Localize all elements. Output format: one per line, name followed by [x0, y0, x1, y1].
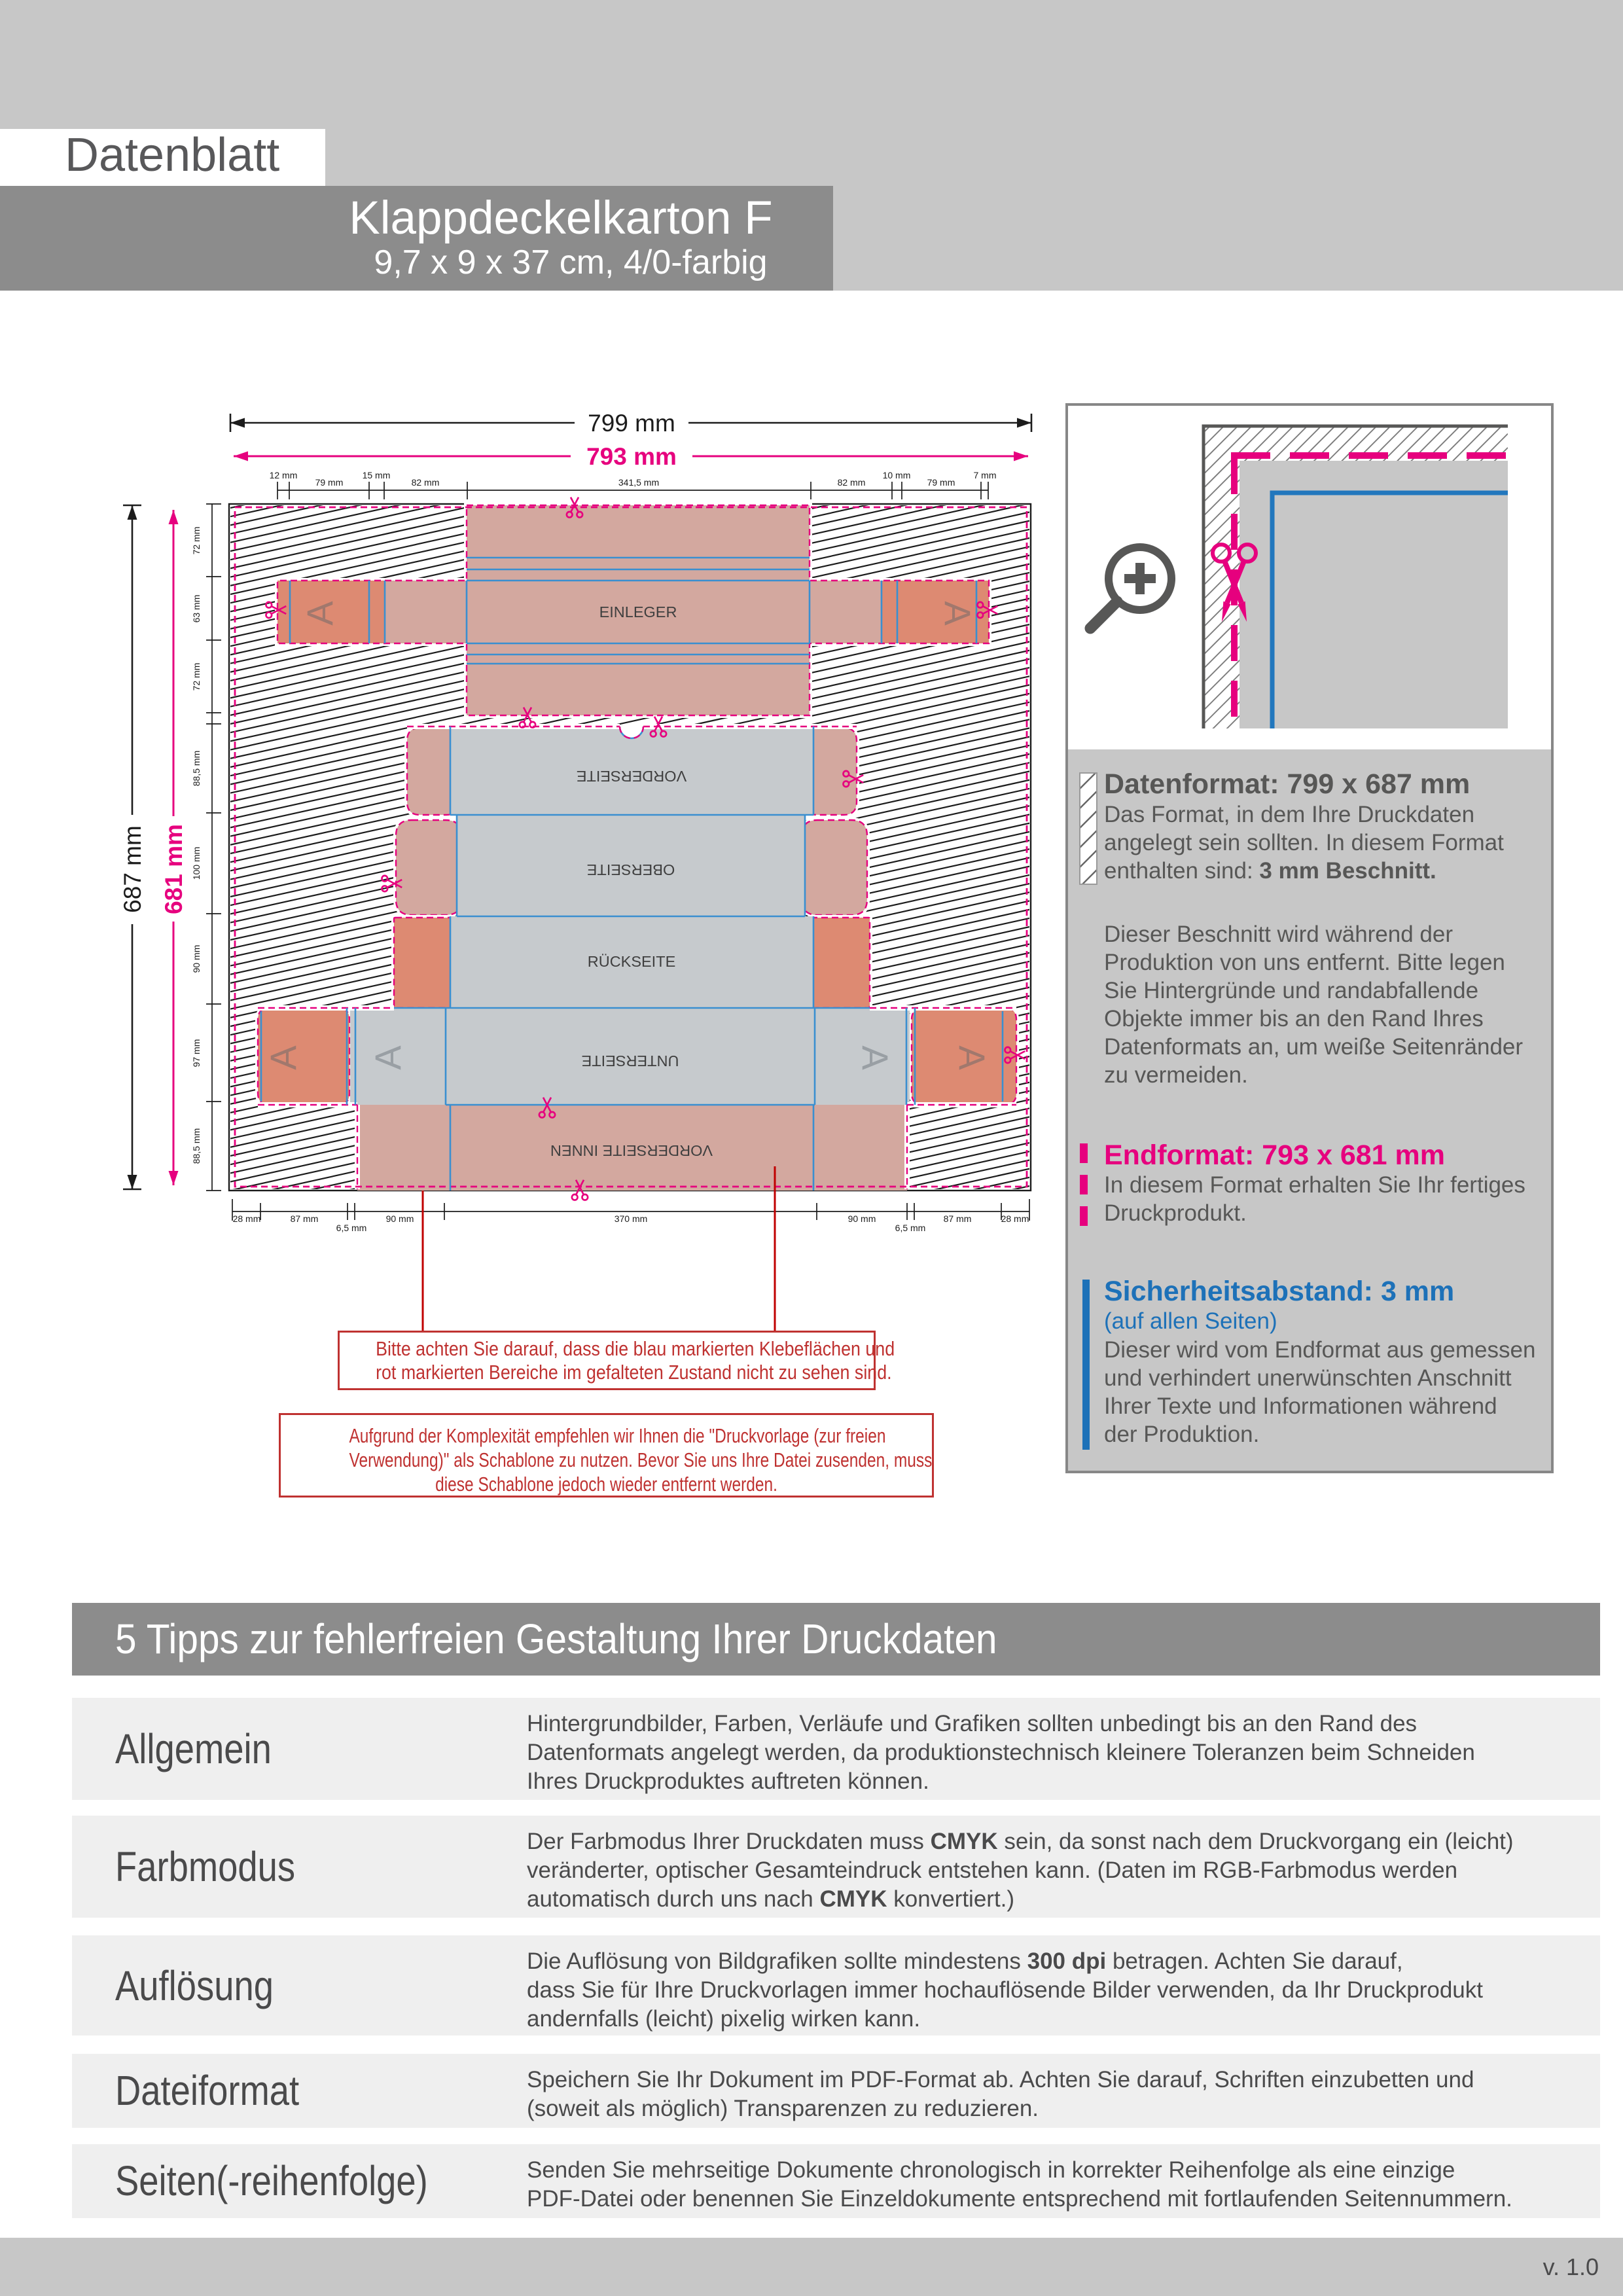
svg-text:90 mm: 90 mm [848, 1213, 876, 1224]
svg-text:799 mm: 799 mm [588, 410, 675, 437]
svg-text:82 mm: 82 mm [838, 477, 866, 488]
svg-text:90 mm: 90 mm [386, 1213, 414, 1224]
svg-text:RÜCKSEITE: RÜCKSEITE [588, 953, 676, 970]
svg-text:6,5 mm: 6,5 mm [895, 1223, 926, 1233]
svg-text:7 mm: 7 mm [974, 470, 997, 480]
svg-text:VORDERSEITE: VORDERSEITE [577, 768, 687, 785]
svg-text:28 mm: 28 mm [1001, 1213, 1029, 1224]
svg-text:72 mm: 72 mm [191, 527, 202, 555]
svg-text:90 mm: 90 mm [191, 945, 202, 973]
svg-text:12 mm: 12 mm [270, 470, 298, 480]
svg-text:87 mm: 87 mm [291, 1213, 319, 1224]
svg-text:87 mm: 87 mm [944, 1213, 972, 1224]
svg-text:88,5 mm: 88,5 mm [191, 1128, 202, 1164]
svg-text:VORDERSEITE INNEN: VORDERSEITE INNEN [550, 1142, 713, 1159]
svg-text:6,5 mm: 6,5 mm [336, 1223, 367, 1233]
svg-text:A: A [299, 601, 340, 626]
svg-text:A: A [262, 1045, 304, 1070]
svg-text:687 mm: 687 mm [119, 825, 146, 913]
svg-text:72 mm: 72 mm [191, 663, 202, 691]
svg-text:82 mm: 82 mm [412, 477, 440, 488]
svg-text:28 mm: 28 mm [233, 1213, 261, 1224]
svg-text:370 mm: 370 mm [615, 1213, 648, 1224]
svg-text:10 mm: 10 mm [883, 470, 911, 480]
svg-text:97 mm: 97 mm [191, 1039, 202, 1067]
svg-text:A: A [937, 601, 978, 626]
svg-text:793 mm: 793 mm [586, 443, 677, 470]
svg-text:A: A [367, 1045, 408, 1070]
svg-text:100 mm: 100 mm [191, 847, 202, 880]
svg-text:A: A [855, 1045, 896, 1070]
svg-text:79 mm: 79 mm [315, 477, 344, 488]
svg-text:63 mm: 63 mm [191, 595, 202, 623]
svg-text:88,5 mm: 88,5 mm [191, 751, 202, 786]
svg-text:341,5 mm: 341,5 mm [618, 477, 659, 488]
svg-text:EINLEGER: EINLEGER [599, 603, 677, 620]
svg-text:A: A [952, 1045, 993, 1070]
svg-text:15 mm: 15 mm [363, 470, 391, 480]
svg-text:79 mm: 79 mm [927, 477, 955, 488]
svg-text:OBERSEITE: OBERSEITE [587, 861, 675, 878]
svg-text:681 mm: 681 mm [160, 824, 187, 914]
svg-text:UNTERSEITE: UNTERSEITE [582, 1052, 679, 1069]
